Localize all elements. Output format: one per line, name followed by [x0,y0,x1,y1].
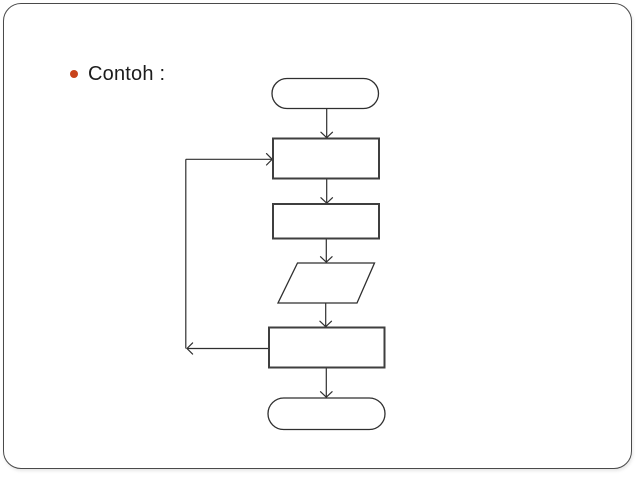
arrow-process-2-to-input-output [319,239,333,264]
arrow-start-to-process-1 [320,109,334,139]
bullet-label: Contoh : [88,63,166,85]
end-terminator-shape [267,397,386,431]
process-3-shape [268,326,386,369]
input-output-shape [276,262,376,304]
arrow-process-1-to-process-2 [320,179,334,205]
bullet-list-item: Contoh : [70,60,165,88]
process-2-shape [272,203,380,240]
arrow-process-3-to-end [319,368,333,399]
process-1-shape [272,137,380,180]
arrow-input-output-to-process-3 [319,303,333,328]
bullet-icon [70,70,78,78]
start-terminator-shape [271,77,380,110]
loop-back-connector [185,153,274,355]
